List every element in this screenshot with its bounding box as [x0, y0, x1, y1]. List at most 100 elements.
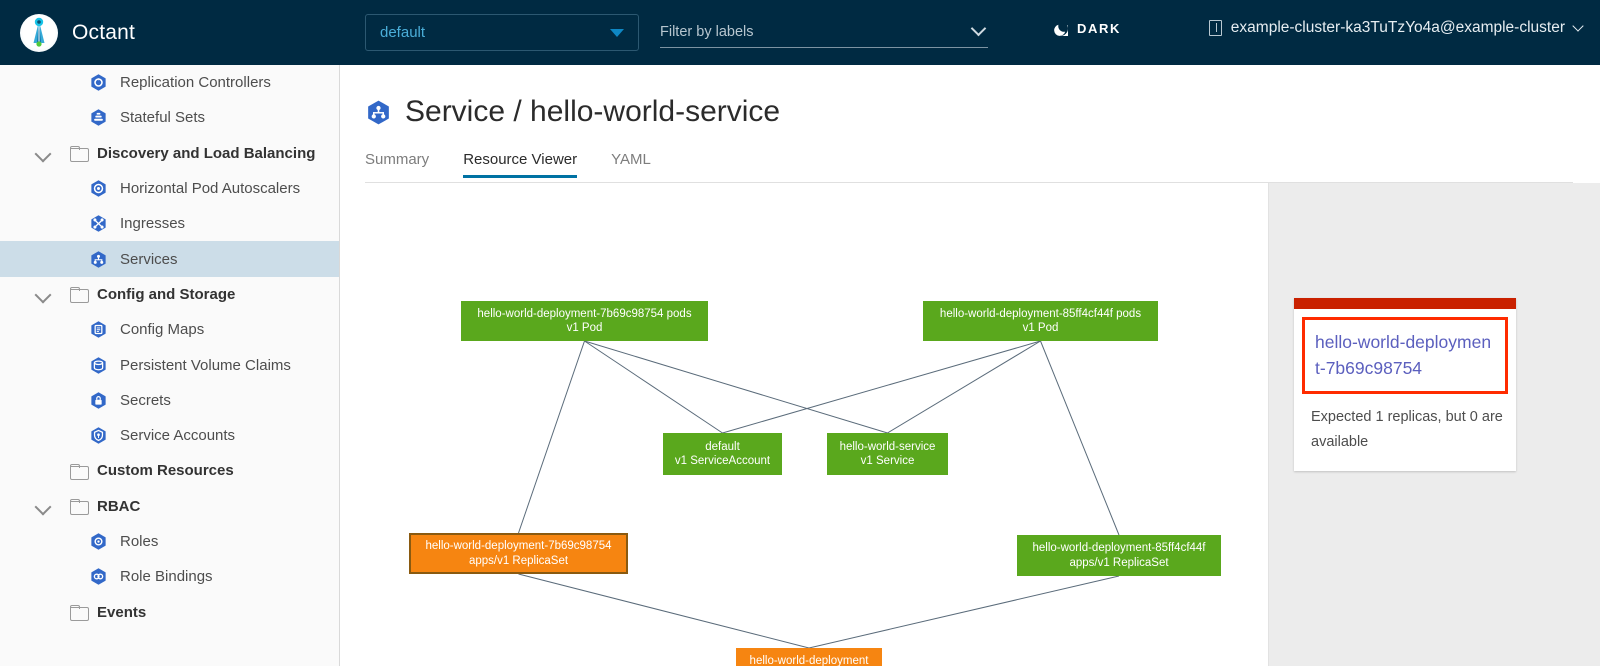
- theme-toggle-dark[interactable]: DARK: [1053, 21, 1121, 36]
- graph-edge: [722, 340, 1041, 434]
- sidebar-item-discovery-and-load-balancing[interactable]: Discovery and Load Balancing: [0, 136, 339, 171]
- graph-node-kind: apps/v1 ReplicaSet: [1069, 556, 1169, 569]
- sidebar-item-label: Secrets: [120, 391, 171, 409]
- folder-icon: [70, 287, 89, 304]
- app-header: Octant default Filter by labels DARK exa…: [0, 0, 1600, 65]
- chevron-down-icon[interactable]: [34, 286, 52, 304]
- label-filter-input[interactable]: Filter by labels: [660, 17, 988, 48]
- page-title: Service / hello-world-service: [365, 95, 780, 129]
- sidebar-item-persistent-volume-claims[interactable]: Persistent Volume Claims: [0, 347, 339, 382]
- graph-node-deploy-hw[interactable]: hello-world-deploymentapps/v1 Deployment: [736, 648, 882, 666]
- namespace-select[interactable]: default: [365, 14, 639, 51]
- sidebar-item-ingresses[interactable]: Ingresses: [0, 206, 339, 241]
- graph-edge: [584, 340, 723, 434]
- sidebar-item-label: Replication Controllers: [120, 74, 271, 92]
- moon-icon: [1053, 21, 1068, 36]
- replication-controller-icon: [89, 73, 108, 92]
- sidebar-item-rbac[interactable]: RBAC: [0, 489, 339, 524]
- sidebar-item-role-bindings[interactable]: Role Bindings: [0, 559, 339, 594]
- sidebar-item-custom-resources[interactable]: Custom Resources: [0, 453, 339, 488]
- sidebar-item-label: Config and Storage: [97, 285, 236, 303]
- graph-node-kind: apps/v1 ReplicaSet: [468, 554, 569, 567]
- sidebar-item-services[interactable]: Services: [0, 241, 339, 277]
- graph-edge: [518, 573, 810, 649]
- sidebar-item-label: Services: [120, 250, 178, 268]
- error-card: hello-world-deployment-7b69c98754 Expect…: [1294, 298, 1516, 471]
- service-account-icon: [89, 426, 108, 445]
- pvc-icon: [89, 356, 108, 375]
- graph-node-name: hello-world-deployment-85ff4cf44f: [1032, 542, 1206, 554]
- hpa-icon: [89, 179, 108, 198]
- service-icon: [365, 99, 392, 126]
- sidebar-item-config-maps[interactable]: Config Maps: [0, 312, 339, 347]
- sidebar-item-service-accounts[interactable]: Service Accounts: [0, 418, 339, 453]
- cluster-selector[interactable]: example-cluster-ka3TuTzYo4a@example-clus…: [1208, 19, 1584, 37]
- graph-edge: [808, 575, 1120, 649]
- graph-node-name: hello-world-deployment-7b69c98754: [425, 540, 612, 552]
- sidebar-item-label: Service Accounts: [120, 427, 236, 445]
- sidebar-item-stateful-sets[interactable]: Stateful Sets: [0, 100, 339, 135]
- folder-icon: [70, 146, 89, 163]
- folder-icon: [70, 463, 89, 480]
- error-card-bar: [1294, 298, 1516, 309]
- tab-yaml[interactable]: YAML: [611, 151, 651, 168]
- graph-node-rs-85ff[interactable]: hello-world-deployment-85ff4cf44f apps/v1…: [1017, 535, 1221, 576]
- chevron-down-icon: [1572, 20, 1584, 32]
- folder-icon: [70, 605, 89, 622]
- graph-node-pod-7b69[interactable]: hello-world-deployment-7b69c98754 pods v1…: [461, 301, 708, 341]
- main-content: Service / hello-world-service Summary Res…: [340, 65, 1600, 666]
- namespace-value: default: [380, 24, 426, 41]
- sidebar-item-label: Roles: [120, 533, 159, 550]
- sidebar-item-roles[interactable]: Roles: [0, 524, 339, 559]
- graph-node-rs-7b69[interactable]: hello-world-deployment-7b69c98754 apps/v1…: [409, 533, 628, 574]
- error-card-title-box[interactable]: hello-world-deployment-7b69c98754: [1302, 317, 1508, 394]
- page-title-text: Service / hello-world-service: [405, 95, 781, 128]
- graph-edge: [887, 340, 1041, 434]
- graph-node-kind: v1 ServiceAccount: [674, 455, 771, 467]
- graph-node-name: hello-world-deployment-85ff4cf44f pods: [939, 307, 1142, 320]
- config-map-icon: [89, 320, 108, 339]
- graph-node-name: hello-world-deployment: [749, 655, 869, 666]
- chevron-down-icon[interactable]: [34, 498, 52, 516]
- sidebar-item-label: Stateful Sets: [120, 109, 206, 127]
- resource-viewer-graph[interactable]: hello-world-deployment-7b69c98754 pods v1…: [340, 183, 1268, 666]
- caret-down-icon: [610, 28, 624, 37]
- sidebar-item-secrets[interactable]: Secrets: [0, 383, 339, 418]
- sidebar-item-label: RBAC: [97, 497, 141, 515]
- sidebar-item-replication-controllers[interactable]: Replication Controllers: [0, 65, 339, 100]
- cluster-name: example-cluster-ka3TuTzYo4a@example-clus…: [1230, 19, 1565, 36]
- sidebar-item-label: Discovery and Load Balancing: [97, 144, 316, 162]
- graph-edge: [1040, 340, 1120, 536]
- ingress-icon: [89, 214, 108, 233]
- sidebar-item-label: Events: [97, 603, 147, 621]
- chevron-down-icon[interactable]: [34, 145, 52, 163]
- sidebar-item-label: Custom Resources: [97, 462, 234, 480]
- graph-node-kind: v1 Pod: [566, 322, 603, 334]
- tab-resource-viewer[interactable]: Resource Viewer: [463, 151, 577, 178]
- sidebar-item-label: Config Maps: [120, 321, 205, 339]
- sidebar-item-horizontal-pod-autoscalers[interactable]: Horizontal Pod Autoscalers: [0, 171, 339, 206]
- sidebar-item-label: Role Bindings: [120, 568, 213, 586]
- cluster-icon: [1208, 20, 1222, 36]
- sidebar-item-events[interactable]: Events: [0, 594, 339, 629]
- brand[interactable]: Octant: [20, 13, 136, 52]
- graph-node-name: hello-world-deployment-7b69c98754 pods: [477, 307, 692, 320]
- detail-panel: hello-world-deployment-7b69c98754 Expect…: [1268, 183, 1600, 666]
- sidebar-item-config-and-storage[interactable]: Config and Storage: [0, 277, 339, 312]
- brand-name: Octant: [72, 20, 136, 44]
- graph-edges: [518, 340, 1120, 649]
- secret-icon: [89, 391, 108, 410]
- sidebar-item-label: Horizontal Pod Autoscalers: [120, 180, 301, 198]
- service-icon: [89, 250, 108, 269]
- graph-edge: [518, 340, 585, 534]
- tab-bar: Summary Resource Viewer YAML: [365, 151, 1573, 183]
- chevron-down-icon: [970, 20, 987, 37]
- theme-toggle-label: DARK: [1077, 21, 1121, 36]
- tab-summary[interactable]: Summary: [365, 151, 430, 168]
- error-card-title-link[interactable]: hello-world-deployment-7b69c98754: [1315, 332, 1492, 378]
- error-card-message: Expected 1 replicas, but 0 are available: [1311, 409, 1503, 450]
